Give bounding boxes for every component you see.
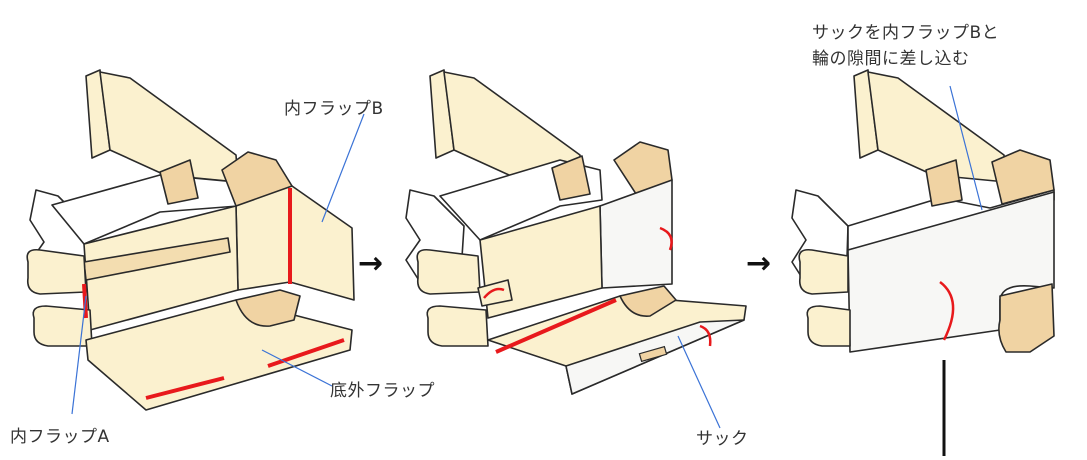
crease-red-bottom-1	[145, 376, 225, 400]
small-tab-red	[477, 279, 513, 307]
side-bump-1	[26, 248, 87, 295]
right-lobe	[998, 283, 1055, 353]
label-inner-flap-b: 内フラップB	[284, 99, 384, 119]
tuck-slot	[638, 345, 668, 363]
bottom-cutout-2	[619, 285, 677, 317]
curl-arrow-1	[659, 226, 673, 251]
label-inner-flap-a: 内フラップA	[10, 427, 110, 447]
label-instruction-line1: サックを内フラップBと	[812, 23, 1000, 43]
tab-small-2a	[551, 155, 591, 201]
bottom-cutout	[235, 289, 301, 327]
leader-inner-flap-b	[321, 113, 365, 223]
crease-red-bottom-2	[267, 338, 345, 368]
step-2-box	[405, 69, 747, 429]
leader-bottom-outer	[261, 349, 333, 387]
side-bump-3a	[798, 248, 849, 295]
step-1-box	[26, 69, 365, 415]
label-tuck: サック	[696, 429, 749, 449]
curl-arrow-2	[483, 287, 505, 299]
curl-arrow-3	[699, 324, 712, 347]
crease-red-2	[495, 298, 617, 354]
front-wall	[83, 205, 239, 331]
label-instruction-line2: 輪の隙間に差し込む	[812, 49, 970, 69]
folded-white-panel	[599, 179, 673, 289]
leader-inner-flap-a	[71, 295, 87, 415]
step-3-box	[791, 69, 1055, 456]
leader-tuck	[677, 335, 721, 429]
label-bottom-outer-flap: 底外フラップ	[330, 381, 435, 401]
step-arrow-2: →	[746, 246, 772, 281]
curl-arrow-4	[939, 281, 955, 341]
tab-small-3a	[925, 159, 963, 207]
tab-small-3b	[991, 149, 1055, 205]
side-bump-2a	[416, 248, 481, 295]
side-bump-2b	[426, 305, 489, 347]
leader-instruction	[949, 85, 983, 211]
back-panel	[99, 71, 239, 183]
bottom-tray-2	[487, 295, 747, 395]
tab-small-1	[159, 159, 199, 205]
side-bump-2	[32, 305, 93, 347]
side-bump-3b	[806, 305, 851, 347]
step-arrow-1: →	[358, 246, 384, 281]
inner-flap-b-panel	[235, 185, 355, 301]
